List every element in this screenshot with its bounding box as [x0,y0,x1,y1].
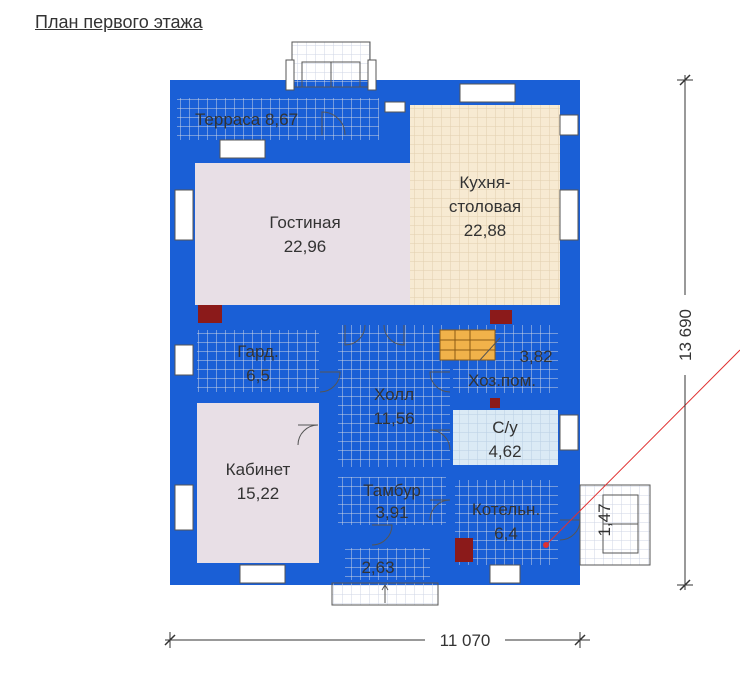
width-value: 11 070 [440,631,491,650]
study-area: 15,22 [237,484,280,503]
vestibule-name: Тамбур [363,481,421,500]
wardrobe-floor [197,330,319,392]
kitchen-name-2: столовая [449,197,521,216]
bathroom-name: С/у [492,418,518,437]
side-porch-area: 1,47 [595,503,614,536]
kitchen-area: 22,88 [464,221,507,240]
utility-name: Хоз.пом. [468,371,536,390]
study-floor [197,403,319,563]
utility-area: 3,82 [519,347,552,366]
door-swings [297,111,581,546]
living-room-name: Гостиная [269,213,340,232]
hall-floor [338,325,450,467]
vestibule-area: 3,91 [375,503,408,522]
plan-title: План первого этажа [35,12,203,32]
bathroom-area: 4,62 [488,442,521,461]
wardrobe-name: Гард. [237,342,278,361]
porch-area: 2,63 [361,558,394,577]
porch-floor [345,548,430,580]
hall-area: 11,56 [373,409,414,428]
pointer-dot [543,542,549,548]
kitchen-name-1: Кухня- [459,173,510,192]
height-value: 13 690 [676,309,695,361]
living-room-floor [195,163,410,305]
terrace-label: Терраса 8,67 [195,110,298,129]
boiler-area: 6,4 [494,524,518,543]
living-room-area: 22,96 [284,237,327,256]
windows [174,83,579,584]
wardrobe-area: 6,5 [246,366,270,385]
width-dimension: 11 070 [164,630,590,650]
boiler-name: Котельн. [472,500,540,519]
chimneys [198,305,512,562]
kitchen-floor [410,105,560,305]
hall-name: Холл [374,385,414,404]
bathroom-floor [453,410,558,465]
stairs [439,329,501,361]
vestibule-floor [338,477,446,525]
pointer-line [545,349,740,546]
height-dimension: 13 690 [675,74,695,591]
study-name: Кабинет [226,460,291,479]
